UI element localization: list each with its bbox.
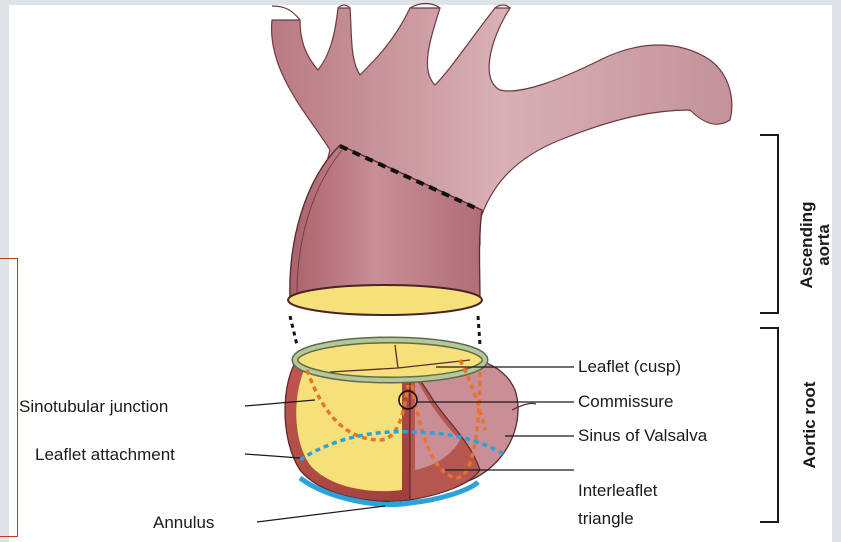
bracket-label-aorta: aorta	[814, 224, 833, 266]
bracket-aortic-root	[760, 328, 778, 522]
aortic-root	[285, 340, 536, 504]
branch-outline-1	[272, 6, 300, 20]
bracket-ascending-aorta	[760, 135, 778, 313]
bracket-lines	[760, 135, 778, 522]
connector-right	[478, 316, 480, 345]
label-interleaflet-line2: triangle	[578, 509, 634, 528]
branch-outline-3	[410, 4, 440, 9]
label-annulus: Annulus	[153, 513, 214, 532]
label-leaflet-attachment: Leaflet attachment	[35, 445, 175, 464]
label-sinotubular-junction: Sinotubular junction	[19, 397, 168, 416]
bracket-label-aortic-root: Aortic root	[800, 381, 819, 468]
leader-annulus	[257, 506, 385, 522]
label-leaflet-cusp: Leaflet (cusp)	[578, 357, 681, 376]
label-interleaflet-line1: Interleaflet	[578, 481, 658, 500]
label-sinus-valsalva: Sinus of Valsalva	[578, 426, 708, 445]
label-commissure: Commissure	[578, 392, 673, 411]
connector-left	[290, 316, 297, 345]
aorta-lumen-ellipse	[288, 285, 482, 315]
